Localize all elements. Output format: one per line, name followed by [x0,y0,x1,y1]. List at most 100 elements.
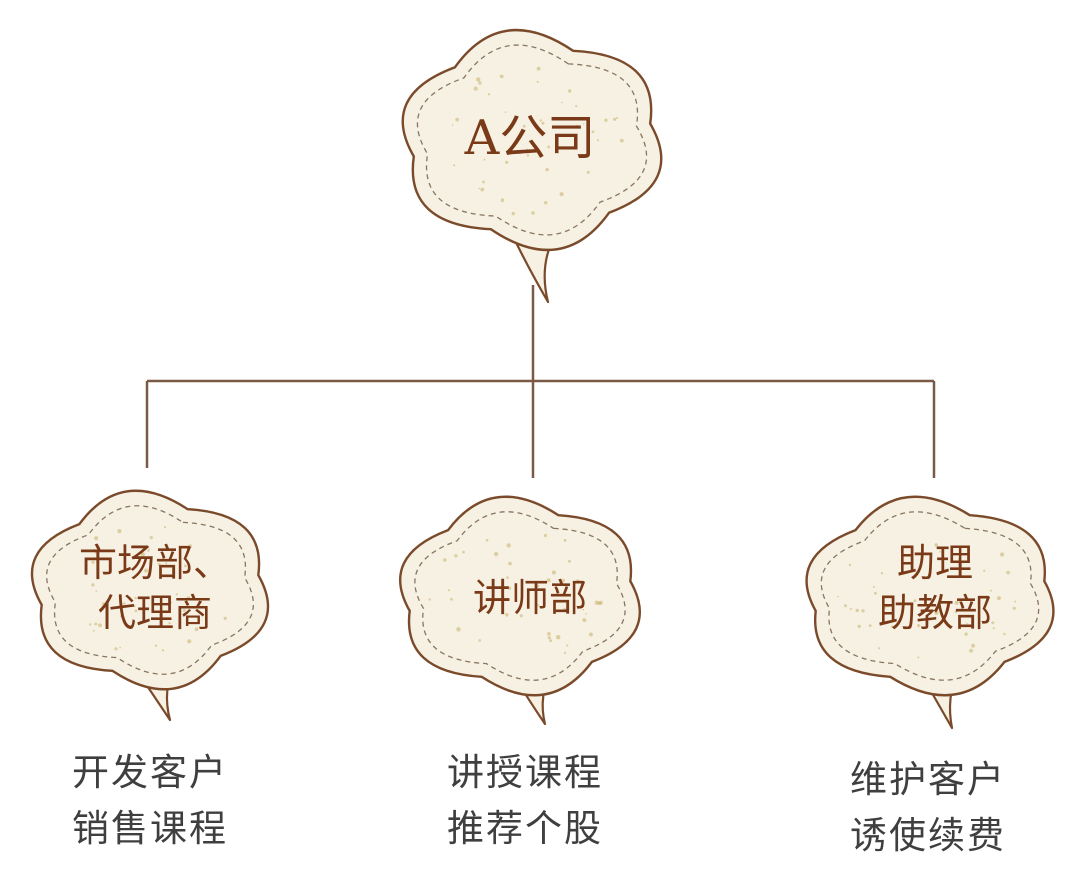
cloud-root-speck [504,111,507,113]
cloud-marketing-speck [223,616,227,621]
cloud-lecturer-speck [582,618,587,623]
cloud-lecturer-stitching [414,511,626,681]
cloud-marketing-speck [168,601,172,605]
cloud-root-speck [526,148,529,152]
cloud-marketing-speck [157,562,161,566]
department-name-line: 代理商 [97,591,212,635]
cloud-lecturer-speck [508,561,512,566]
cloud-marketing-speck [165,562,168,565]
cloud-root-outline [401,28,663,252]
cloud-assistant-speck [934,543,938,547]
department-name-line: 市场部、 [78,541,231,585]
cloud-assistant-speck [848,563,852,567]
cloud-root-speck [487,93,491,96]
cloud-assistant-speck [941,616,944,619]
cloud-assistant-speck [1003,632,1006,636]
cloud-root-speck [478,81,482,85]
cloud-marketing-speck [114,647,118,651]
cloud-marketing-speck [149,536,153,540]
cloud-marketing-speck [92,629,95,632]
cloud-root-speck [476,77,481,82]
cloud-root-speck [536,80,539,83]
cloud-root-speck [619,138,624,143]
cloud-root-speck [480,187,485,192]
cloud-root-speck [453,164,456,167]
cloud-root-speck [575,105,578,108]
cloud-marketing-speck [133,605,136,608]
cloud-assistant-speck [989,589,992,592]
duty-item: 诱使续费 [850,814,1006,857]
cloud-lecturer-speck [547,632,551,636]
cloud-root-stitching [416,44,648,236]
cloud-root-speck [473,86,478,91]
cloud-assistant-speck [844,604,847,608]
duty-item: 讲授课程 [447,751,603,794]
department-duties-lecturer: 讲授课程 推荐个股 [415,745,635,857]
cloud-root-speck [482,180,485,184]
cloud-marketing-speck [154,644,158,647]
cloud-marketing-speck [168,622,171,625]
cloud-lecturer-speck [566,644,569,647]
cloud-lecturer-speck [506,543,511,548]
cloud-assistant-speck [1014,600,1017,603]
cloud-assistant-speck [868,624,872,627]
cloud-lecturer-speck [543,533,548,538]
cloud-assistant-speck [849,607,853,611]
cloud-lecturer-speck [563,538,567,542]
department-name-line: 助理 [896,541,973,585]
cloud-lecturer-speck [456,627,461,632]
cloud-marketing [30,489,270,722]
cloud-lecturer-speck [507,586,512,590]
cloud-assistant-speck [878,647,881,650]
root-label-text: A公司 [464,110,596,166]
cloud-marketing-speck [91,583,95,587]
cloud-assistant-speck [880,572,884,575]
cloud-root-speck [596,139,600,142]
cloud-root-speck [613,117,617,121]
cloud-assistant-speck [939,550,941,553]
cloud-lecturer-speck [549,639,553,643]
cloud-root [401,28,663,304]
cloud-lecturer-speck [575,579,580,584]
cloud-marketing-speck [94,551,97,554]
cloud-root-speck [499,74,504,79]
cloud-root-speck [561,101,563,104]
cloud-assistant-speck [969,648,973,653]
cloud-root-speck [545,167,549,172]
cloud-marketing-speck [188,544,192,548]
cloud-assistant-speck [992,627,995,630]
cloud-marketing-speck [194,627,199,632]
cloud-root-speck [536,66,541,71]
cloud-root-speck [531,211,535,215]
cloud-lecturer-speck [428,598,431,601]
cloud-root-speck [591,130,595,134]
cloud-lecturer-speck [506,576,509,579]
cloud-lecturer-speck [563,607,566,611]
duty-item: 推荐个股 [447,807,603,850]
cloud-marketing-speck [98,623,102,628]
cloud-marketing-speck [119,646,121,649]
cloud-marketing-speck [91,560,95,564]
cloud-root-speck [478,187,481,190]
cloud-lecturer-speck [450,597,453,601]
cloud-assistant-speck [971,643,975,648]
cloud-assistant-speck [966,622,968,625]
duty-item: 维护客户 [850,758,1006,801]
cloud-root-speck [547,145,551,149]
cloud-assistant-speck [861,609,865,613]
cloud-assistant-speck [991,621,995,625]
cloud-lecturer-speck [588,632,593,637]
cloud-lecturer-speck [585,613,587,615]
cloud-assistant-outline [805,495,1055,697]
cloud-lecturer-speck [551,570,557,575]
cloud-assistant-speck [882,605,887,609]
cloud-lecturer-speck [519,614,523,618]
cloud-lecturer-speck [597,601,601,605]
cloud-lecturer-speck [559,581,563,584]
cloud-assistant-speck [837,595,839,598]
cloud-marketing-speck [144,568,148,573]
cloud-marketing-speck [120,614,123,618]
cloud-marketing-speck [186,596,191,601]
cloud-lecturer-speck [536,584,540,588]
cloud-lecturer-outline [399,495,641,697]
